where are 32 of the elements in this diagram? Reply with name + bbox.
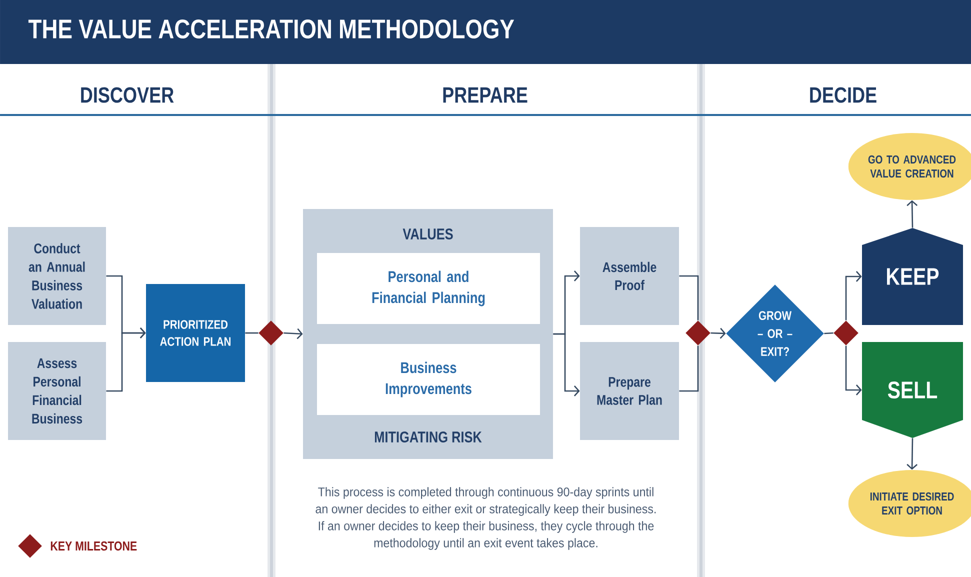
note: This process is completed through continuous 90-day sprints until an owner decides to either exit or strategically keep their business. If an owner decides to keep their business, they cycle through the methodology until an exit event takes place.	[316, 487, 656, 550]
panel-heading: MITIGATING RISK	[374, 432, 482, 442]
outcome-box: KEEP	[862, 228, 963, 325]
panel-heading: VALUES	[402, 228, 453, 240]
connector-line	[679, 275, 699, 320]
column-heading: DECIDE	[810, 87, 876, 103]
process-box: Assemble Proof	[580, 227, 679, 325]
column-heading: DISCOVER	[81, 87, 174, 103]
connector-line	[245, 332, 258, 334]
arrow	[845, 346, 862, 396]
arrow	[710, 328, 726, 339]
legend-label: KEY MILESTONE	[50, 541, 137, 551]
arrow	[106, 328, 146, 392]
connector-line	[679, 346, 699, 392]
outcome-box: SELL	[862, 342, 963, 438]
process-box: Prepare Master Plan	[580, 342, 679, 440]
process-box: Personal and Financial Planning	[317, 253, 540, 324]
process-box: Assess Personal Financial Business	[8, 342, 106, 440]
milestone-diamond	[834, 320, 858, 346]
process-box: Conduct an Annual Business Valuation	[8, 227, 106, 325]
title: THE VALUE ACCELERATION METHODOLOGY	[28, 19, 514, 39]
arrow	[284, 328, 303, 340]
milestone-diamond	[686, 320, 710, 346]
process-box: PRIORITIZED ACTION PLAN	[146, 284, 245, 382]
column-heading: PREPARE	[443, 87, 528, 103]
arrow	[553, 333, 580, 396]
arrow	[906, 200, 918, 228]
connector-line	[824, 332, 834, 334]
milestone-diamond	[258, 320, 284, 346]
arrow	[845, 271, 862, 320]
process-box: Business Improvements	[317, 344, 540, 415]
arrow	[906, 438, 918, 470]
